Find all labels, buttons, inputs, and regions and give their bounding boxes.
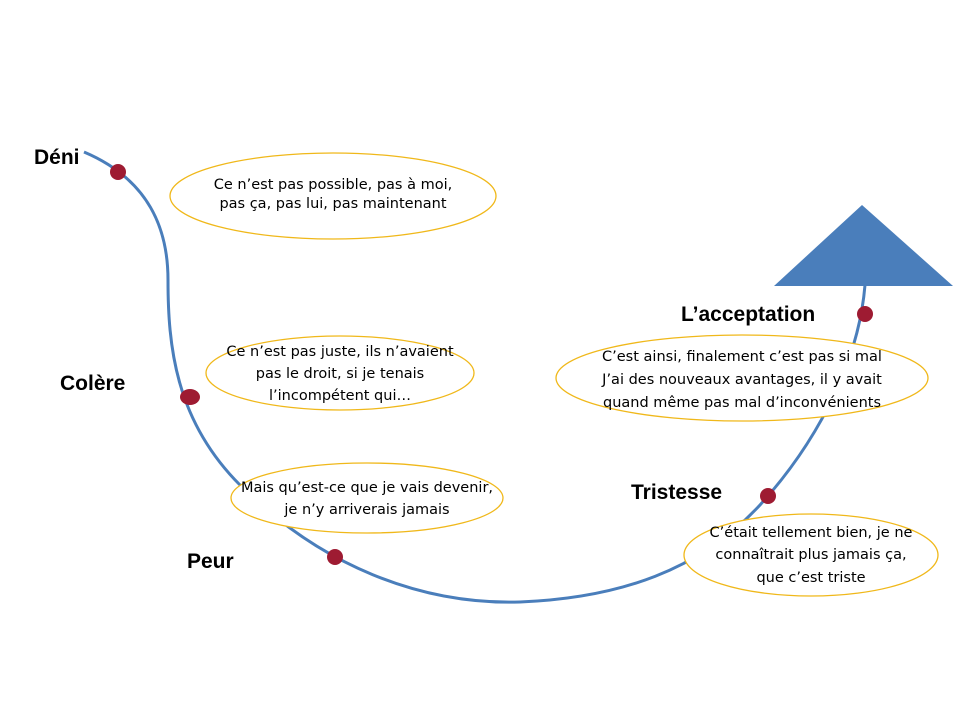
bubble-line: l’incompétent qui… xyxy=(269,388,411,404)
bubble-line: que c’est triste xyxy=(756,570,865,586)
arrow-head-icon xyxy=(774,205,953,286)
stage-label-tristesse: Tristesse xyxy=(631,481,722,504)
thought-bubble-peur: Mais qu’est-ce que je vais devenir, je n… xyxy=(230,462,504,534)
thought-bubble-colere: Ce n’est pas juste, ils n’avaient pas le… xyxy=(205,335,475,411)
thought-bubble-tristesse: C’était tellement bien, je ne connaîtrai… xyxy=(683,513,939,597)
bubble-line: J’ai des nouveaux avantages, il y avait xyxy=(601,372,882,388)
point-colere xyxy=(180,389,200,405)
thought-bubble-acceptation: C’est ainsi, finalement c’est pas si mal… xyxy=(555,334,929,422)
emotion-curve xyxy=(83,150,867,604)
bubble-line: pas ça, pas lui, pas maintenant xyxy=(219,196,446,212)
point-acceptation xyxy=(857,306,873,322)
bubble-line: Mais qu’est-ce que je vais devenir, xyxy=(241,480,493,496)
thought-bubble-deni: Ce n’est pas possible, pas à moi, pas ça… xyxy=(169,152,497,240)
point-deni xyxy=(110,164,126,180)
bubble-line: pas le droit, si je tenais xyxy=(256,366,424,382)
bubble-line: Ce n’est pas juste, ils n’avaient xyxy=(226,344,454,360)
stage-label-peur: Peur xyxy=(187,550,234,573)
bubble-line: C’était tellement bien, je ne xyxy=(710,525,913,541)
stage-label-colere: Colère xyxy=(60,372,125,395)
bubble-line: quand même pas mal d’inconvénients xyxy=(603,395,881,411)
stage-label-acceptation: L’acceptation xyxy=(681,303,815,326)
bubble-line: Ce n’est pas possible, pas à moi, xyxy=(214,177,452,193)
bubble-line: C’est ainsi, finalement c’est pas si mal xyxy=(602,349,882,365)
point-tristesse xyxy=(760,488,776,504)
bubble-line: je n’y arriverais jamais xyxy=(283,502,449,518)
stage-label-deni: Déni xyxy=(34,146,80,169)
point-peur xyxy=(327,549,343,565)
bubble-line: connaîtrait plus jamais ça, xyxy=(715,547,906,563)
